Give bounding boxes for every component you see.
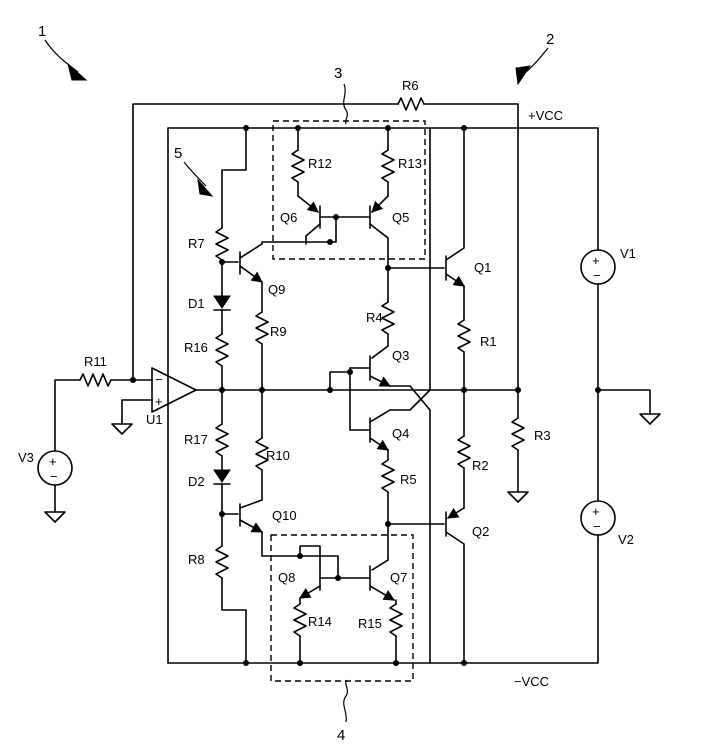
v2-label: V2 [618,532,634,547]
svg-text:R1: R1 [480,334,497,349]
resistor-r6: R6 [132,78,519,391]
supply-v2: + − V2 [580,389,634,547]
svg-text:D1: D1 [188,296,205,311]
opamp-triangle [151,367,197,413]
mirror-lower: Q8 Q7 R14 R15 [278,523,407,666]
ref-1-leader [44,39,79,73]
bias-chain: R7 D1 R16 R17 D2 R8 [184,125,249,666]
ref-4-label: 4 [337,727,345,744]
ref-2-leader [525,47,549,73]
svg-text:R3: R3 [534,428,551,443]
supply-v1: + − V1 [580,246,636,391]
positive-rail [167,127,599,664]
ground-symbol [597,389,661,425]
ref-5-arrow [197,178,214,197]
svg-text:Q4: Q4 [392,426,409,441]
svg-text:Q8: Q8 [278,570,295,585]
svg-text:Q9: Q9 [268,282,285,297]
current-mirror-block-4 [270,534,414,682]
svg-text:R6: R6 [402,78,419,93]
ref-1-label: 1 [38,23,46,40]
svg-text:Q3: Q3 [392,348,409,363]
opamp-u1: − + U1 [111,367,197,435]
vcc-neg-label: −VCC [514,674,549,689]
svg-text:Q2: Q2 [472,524,489,539]
diode-d1 [213,295,231,309]
svg-text:R14: R14 [308,614,332,629]
svg-text:R17: R17 [184,432,208,447]
svg-text:Q6: Q6 [280,210,297,225]
power-rails: +VCC −VCC [167,108,599,689]
svg-text:R10: R10 [266,448,290,463]
transistor-q10: R10 Q10 [221,389,301,557]
v1-label: V1 [620,246,636,261]
svg-text:R16: R16 [184,340,208,355]
diode-d2 [213,469,231,483]
resistor-r3: R3 [507,389,551,503]
svg-text:−: − [50,469,58,484]
ref-2-arrow [515,65,532,86]
output-node [195,387,521,393]
svg-text:R11: R11 [84,354,107,369]
svg-text:R4: R4 [366,310,383,325]
current-mirror-block-3 [272,120,426,260]
mirror-upper: R12 R13 Q6 Q5 [280,125,422,269]
svg-text:−: − [155,372,163,387]
ref-2-label: 2 [546,31,554,48]
svg-text:Q10: Q10 [272,508,297,523]
ref-4-leader [343,679,349,723]
ref-5-leader [183,161,207,187]
svg-text:R15: R15 [358,616,382,631]
svg-text:R2: R2 [472,458,489,473]
svg-text:R5: R5 [400,472,417,487]
svg-text:−: − [593,519,601,534]
output-lower-stage: Q4 R5 R2 Q2 [369,389,489,666]
svg-text:−: − [593,268,601,283]
svg-text:Q7: Q7 [390,570,407,585]
svg-text:+: + [49,454,57,469]
svg-text:+: + [592,253,600,268]
svg-text:Q1: Q1 [474,260,491,275]
svg-text:R9: R9 [270,324,287,339]
vcc-pos-label: +VCC [528,108,563,123]
ref-3-label: 3 [334,65,342,82]
svg-text:V3: V3 [18,450,34,465]
negative-rail [167,539,599,664]
svg-text:R7: R7 [188,236,205,251]
ref-1-arrow [67,62,88,81]
ref-5-label: 5 [174,145,182,162]
svg-text:U1: U1 [146,412,163,427]
svg-text:+: + [592,504,600,519]
reference-labels: 1 2 3 4 5 [38,23,554,744]
resistor-r11: R11 [79,354,153,387]
svg-text:R13: R13 [398,156,422,171]
svg-text:+: + [155,394,163,409]
output-upper-stage: Q1 R1 R4 Q3 [349,125,497,664]
svg-text:Q5: Q5 [392,210,409,225]
input-source-v3: + − V3 [18,379,81,523]
transistor-q9: Q9 R9 [221,239,333,391]
svg-text:R12: R12 [308,156,332,171]
cross-wiring [327,127,431,431]
svg-text:D2: D2 [188,474,205,489]
svg-text:R8: R8 [188,552,205,567]
